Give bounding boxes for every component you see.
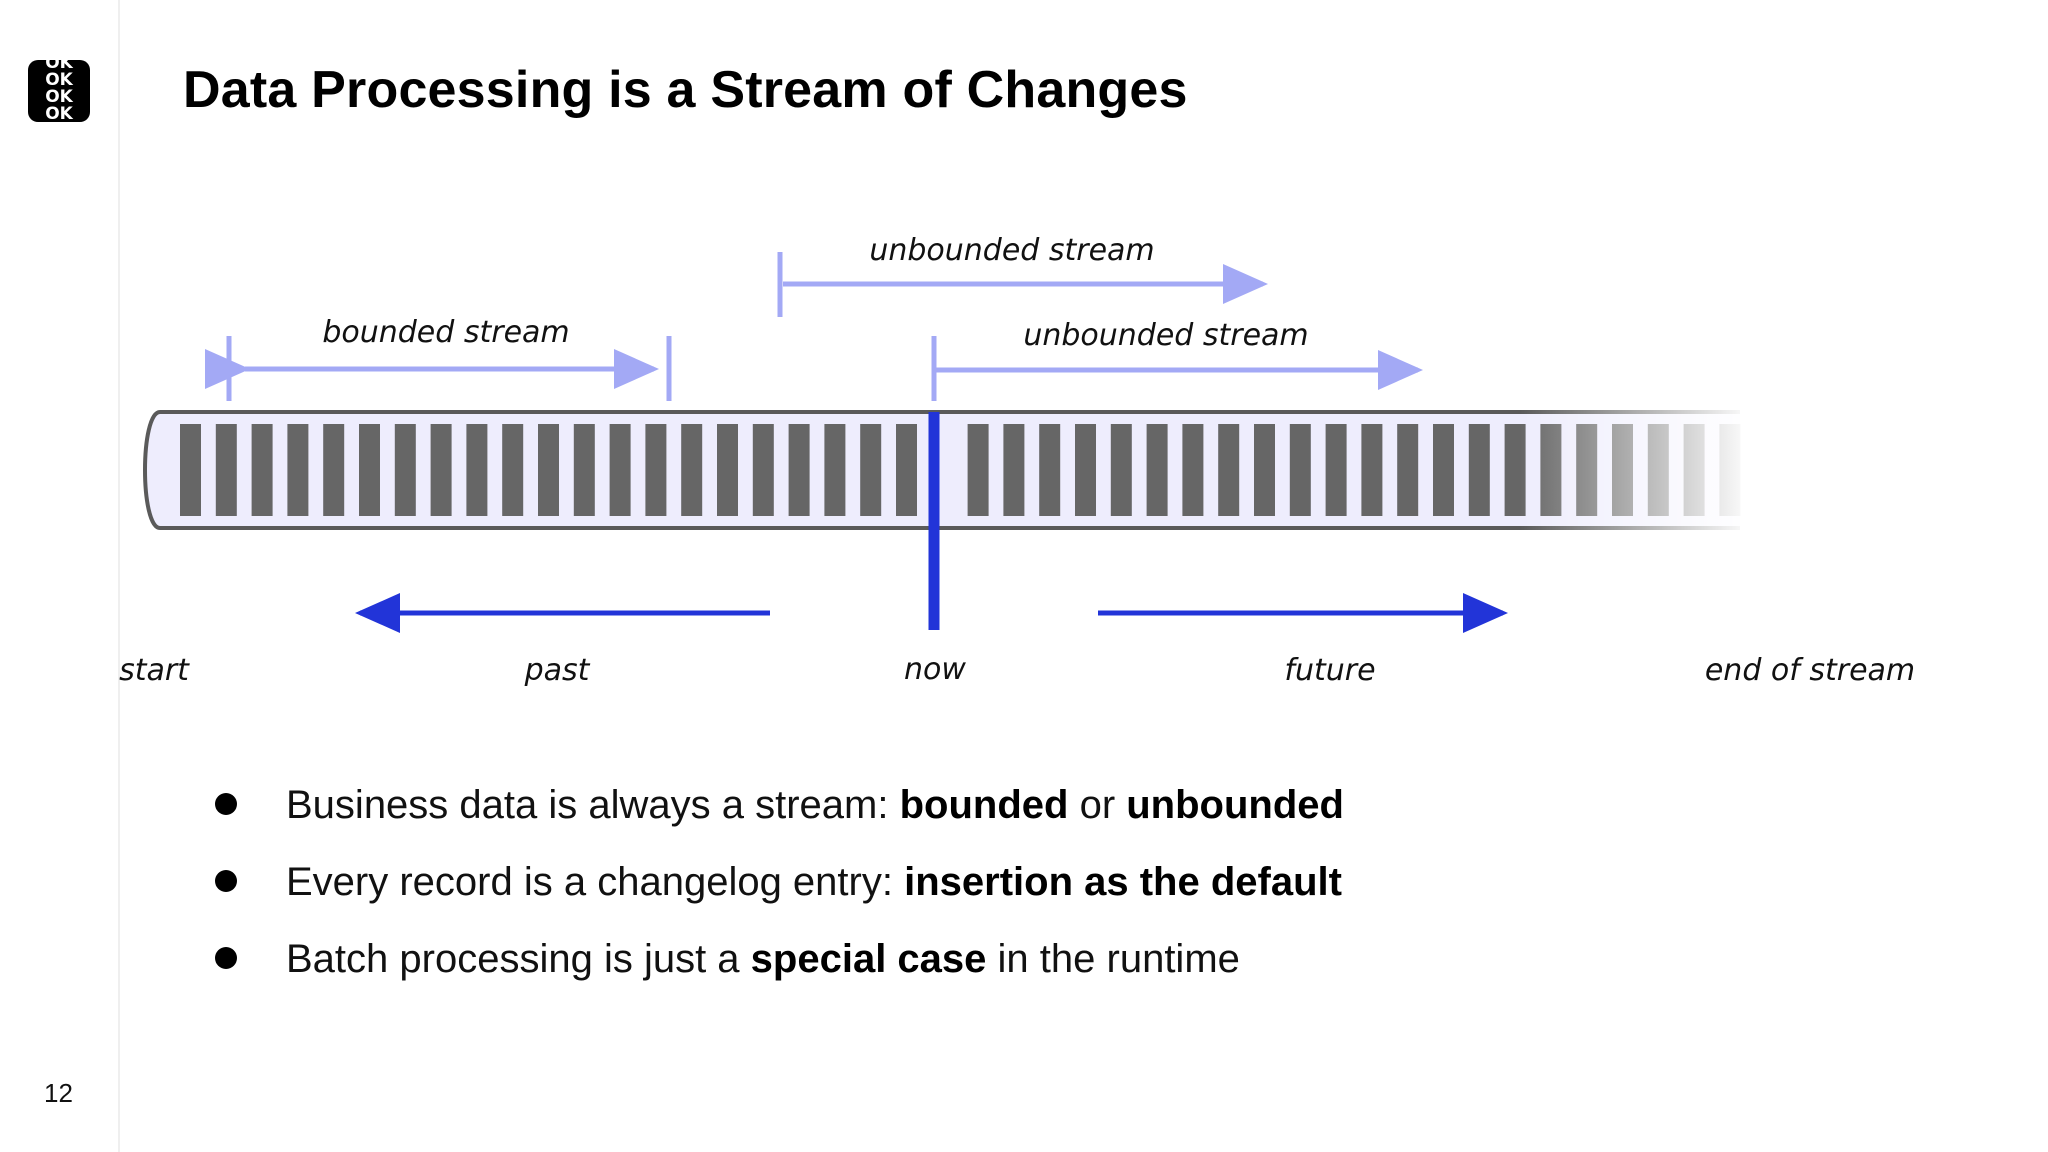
record-bar (1397, 424, 1419, 516)
record-bar (1075, 424, 1096, 516)
bullet-dot (215, 870, 237, 892)
unbounded-stream-now-label: unbounded stream (1023, 318, 1308, 353)
record-bar (788, 424, 810, 516)
slide-title: Data Processing is a Stream of Changes (183, 61, 1188, 119)
record-bar (1146, 424, 1168, 516)
logo-line: OK (45, 60, 73, 73)
record-bar (1182, 424, 1204, 516)
bullet-text: Every record is a changelog entry: inser… (286, 860, 1342, 904)
bounded-stream-label: bounded stream (322, 315, 569, 350)
record-bar (1218, 424, 1240, 516)
record-bar (215, 424, 237, 516)
bullet-text-part: Business data is always a stream: (286, 783, 900, 827)
record-bar (1468, 424, 1490, 516)
bullet-text: Batch processing is just a special case … (286, 937, 1240, 981)
record-bar (1289, 424, 1311, 516)
bullet-bold-part: unbounded (1126, 783, 1344, 827)
record-bar (824, 424, 846, 516)
stream-fade (1520, 405, 1752, 535)
bullet-bold-part: bounded (899, 783, 1069, 827)
start-label: start (119, 653, 190, 688)
stream-tube (143, 410, 1740, 530)
record-bar (967, 424, 989, 516)
record-bar (645, 424, 667, 516)
record-bar (538, 424, 559, 516)
bullet-text-part: in the runtime (986, 937, 1240, 981)
sidebar: OK OK OK OK 12 (0, 0, 120, 1152)
future-label: future (1284, 653, 1375, 688)
record-bar (359, 424, 380, 516)
page-number: 12 (44, 1078, 73, 1108)
record-bar (1254, 424, 1275, 516)
record-bar (1361, 424, 1383, 516)
now-label: now (904, 652, 966, 687)
bullet-bold-part: special case (750, 937, 987, 981)
record-bar (681, 424, 703, 516)
bullet-list: Business data is always a stream: bounde… (210, 775, 1344, 1006)
bullet-dot (215, 947, 237, 969)
bullet-text: Business data is always a stream: bounde… (286, 783, 1344, 827)
record-bar (609, 424, 631, 516)
record-bar (466, 424, 488, 516)
record-bar (896, 424, 917, 516)
record-bar (1003, 424, 1025, 516)
end-of-stream-label: end of stream (1705, 653, 1915, 688)
record-bar (430, 424, 452, 516)
ok-logo: OK OK OK OK (28, 60, 90, 122)
record-bar (287, 424, 309, 516)
record-bar (180, 424, 201, 516)
record-bar (1039, 424, 1061, 516)
record-bar (1110, 424, 1132, 516)
record-bar (1433, 424, 1454, 516)
past-label: past (524, 653, 591, 688)
bullet-item: Business data is always a stream: bounde… (210, 775, 1344, 852)
logo-line: OK (45, 87, 73, 107)
logo-line: OK (45, 104, 73, 123)
bullet-item: Every record is a changelog entry: inser… (210, 852, 1344, 929)
record-bar (860, 424, 882, 516)
bullet-item: Batch processing is just a special case … (210, 929, 1344, 1006)
record-bar (1325, 424, 1347, 516)
bullet-text-part: Batch processing is just a (286, 937, 751, 981)
logo-line: OK (45, 70, 73, 90)
record-bar (502, 424, 524, 516)
bullet-text-part: Every record is a changelog entry: (286, 860, 905, 904)
unbounded-stream-top-label: unbounded stream (869, 233, 1154, 268)
bullet-bold-part: insertion as the default (904, 860, 1342, 904)
record-bar (394, 424, 416, 516)
bullet-dot (215, 793, 237, 815)
record-bar (752, 424, 774, 516)
record-bar (323, 424, 345, 516)
record-bar (573, 424, 595, 516)
record-bar (251, 424, 273, 516)
record-bar (717, 424, 738, 516)
bullet-text-part: or (1068, 783, 1127, 827)
